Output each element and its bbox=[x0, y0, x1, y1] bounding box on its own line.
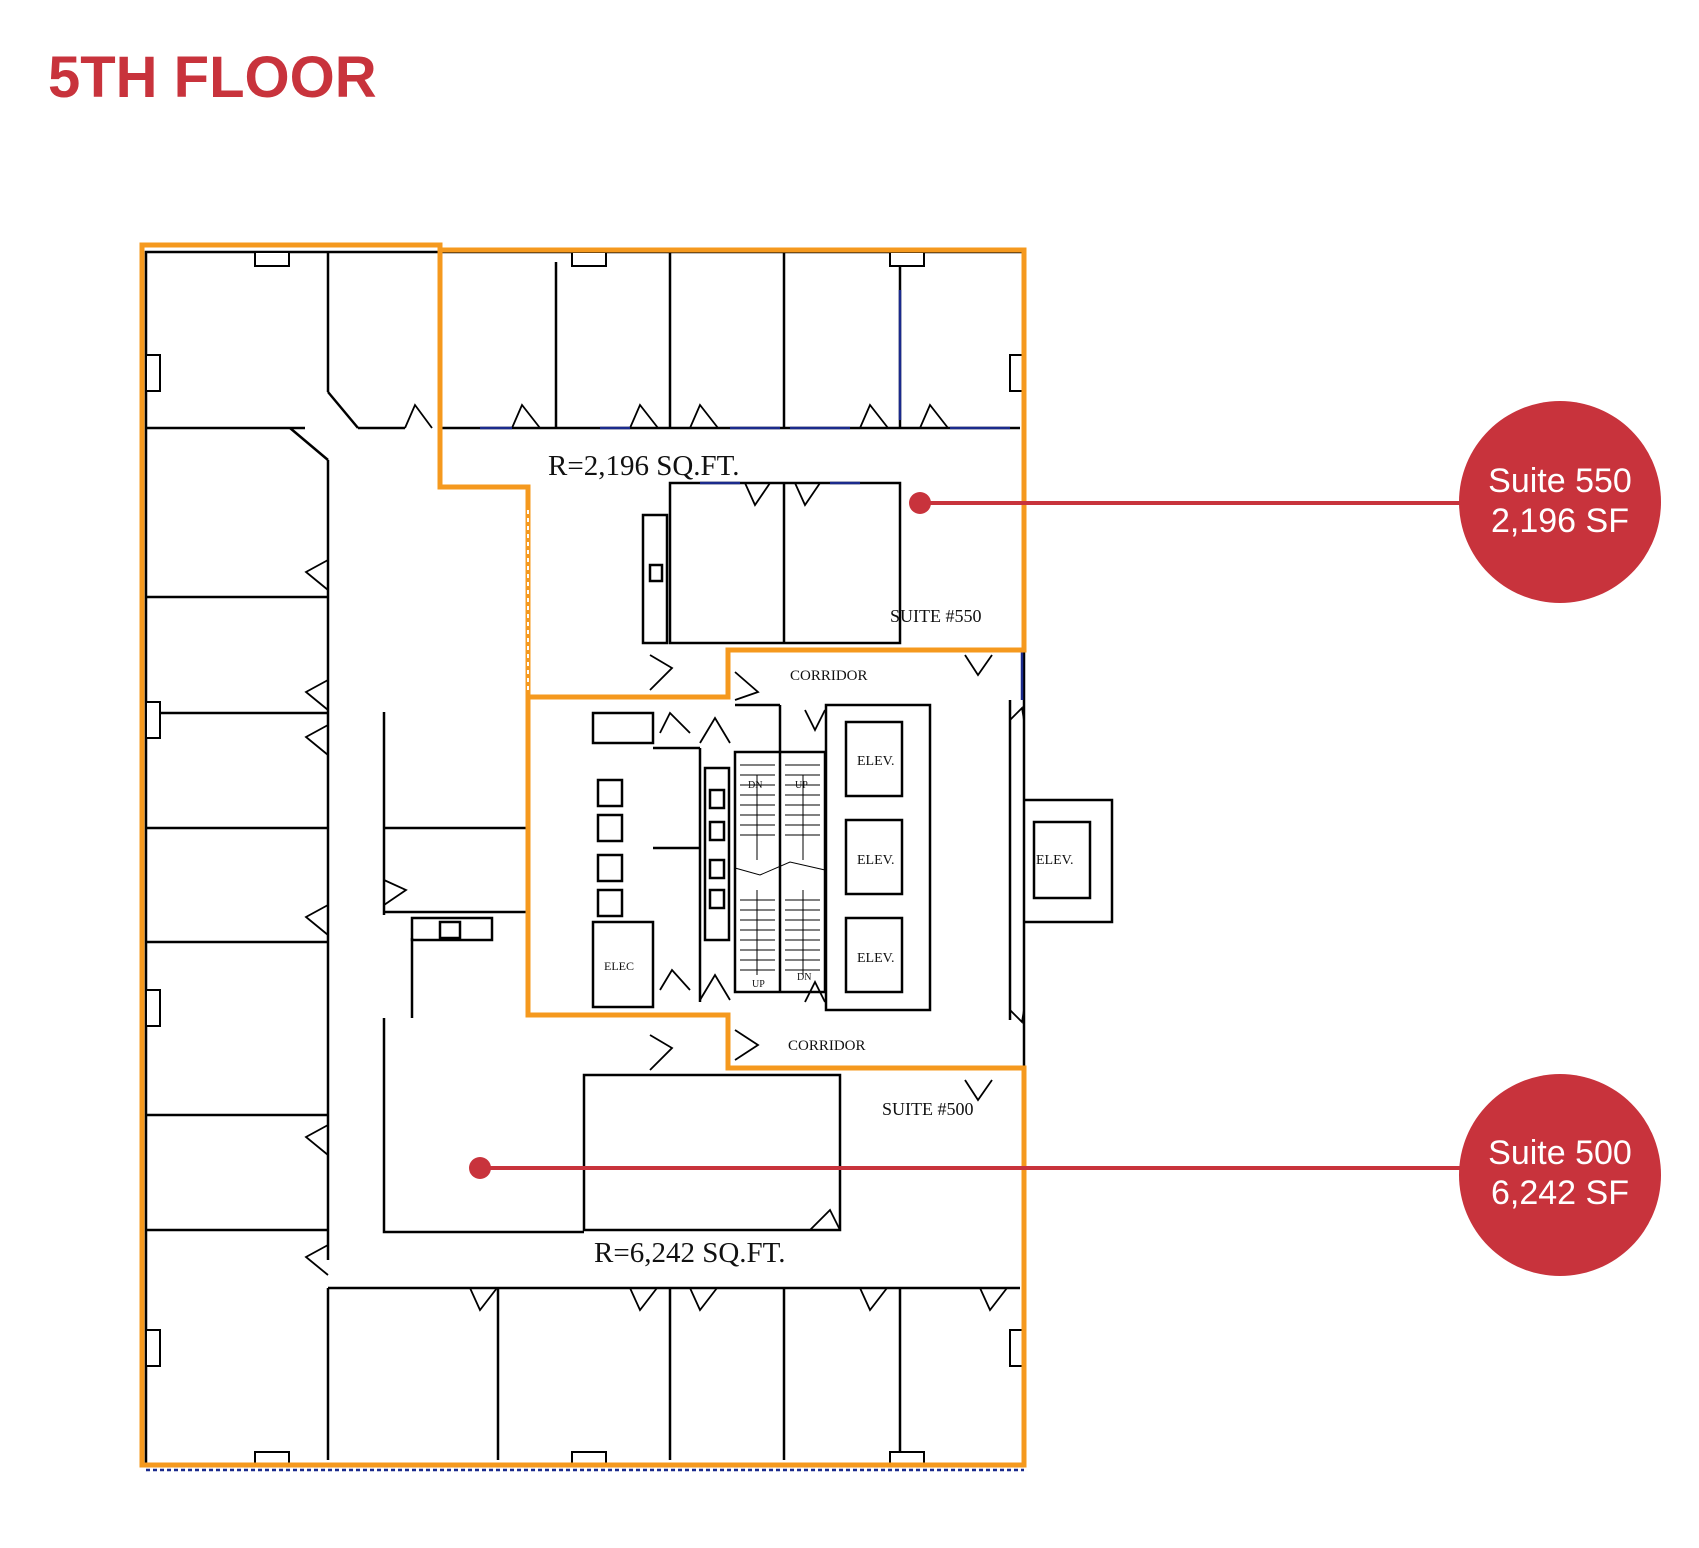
stair-dn-bottom-label: DN bbox=[797, 972, 811, 983]
building-walls bbox=[144, 250, 1114, 1466]
callout-550[interactable]: Suite 550 2,196 SF bbox=[909, 401, 1661, 603]
stair-dn-top-label: DN bbox=[748, 780, 762, 791]
elevator-label-1: ELEV. bbox=[857, 754, 894, 769]
elevator-label-3: ELEV. bbox=[857, 951, 894, 966]
stair-up-top-label: UP bbox=[795, 780, 808, 791]
stair-treads bbox=[734, 764, 826, 975]
area-label-500: R=6,242 SQ.FT. bbox=[594, 1237, 785, 1269]
elec-room-label: ELEC bbox=[604, 959, 634, 973]
marker-dot-500 bbox=[469, 1157, 491, 1179]
suite-outlines bbox=[139, 242, 1027, 1468]
suite-500-badge[interactable] bbox=[1459, 1074, 1661, 1276]
door-swings bbox=[304, 403, 1025, 1312]
suite-outline-500 bbox=[139, 242, 1027, 1468]
glass-segments bbox=[146, 290, 1024, 1472]
room-labels: R=2,196 SQ.FT. SUITE #550 R=6,242 SQ.FT.… bbox=[548, 450, 1073, 1269]
area-label-550: R=2,196 SQ.FT. bbox=[548, 450, 739, 482]
suite-label-500: SUITE #500 bbox=[882, 1099, 974, 1119]
suite-label-550: SUITE #550 bbox=[890, 606, 982, 626]
stair-up-bottom-label: UP bbox=[752, 979, 765, 990]
window-mullions bbox=[145, 251, 1025, 1465]
suite-550-name: Suite 550 bbox=[1488, 462, 1632, 500]
elevator-label-2: ELEV. bbox=[857, 853, 894, 868]
suite-550-size: 2,196 SF bbox=[1491, 502, 1629, 540]
callout-500[interactable]: Suite 500 6,242 SF bbox=[469, 1074, 1661, 1276]
marker-dot-550 bbox=[909, 492, 931, 514]
page-title: 5TH FLOOR bbox=[48, 45, 377, 110]
elevator-label-4: ELEV. bbox=[1036, 853, 1073, 868]
corridor-label-bottom: CORRIDOR bbox=[788, 1038, 866, 1054]
suite-500-name: Suite 500 bbox=[1488, 1134, 1632, 1172]
corridor-label-top: CORRIDOR bbox=[790, 668, 868, 684]
suite-500-size: 6,242 SF bbox=[1491, 1174, 1629, 1212]
suite-550-badge[interactable] bbox=[1459, 401, 1661, 603]
